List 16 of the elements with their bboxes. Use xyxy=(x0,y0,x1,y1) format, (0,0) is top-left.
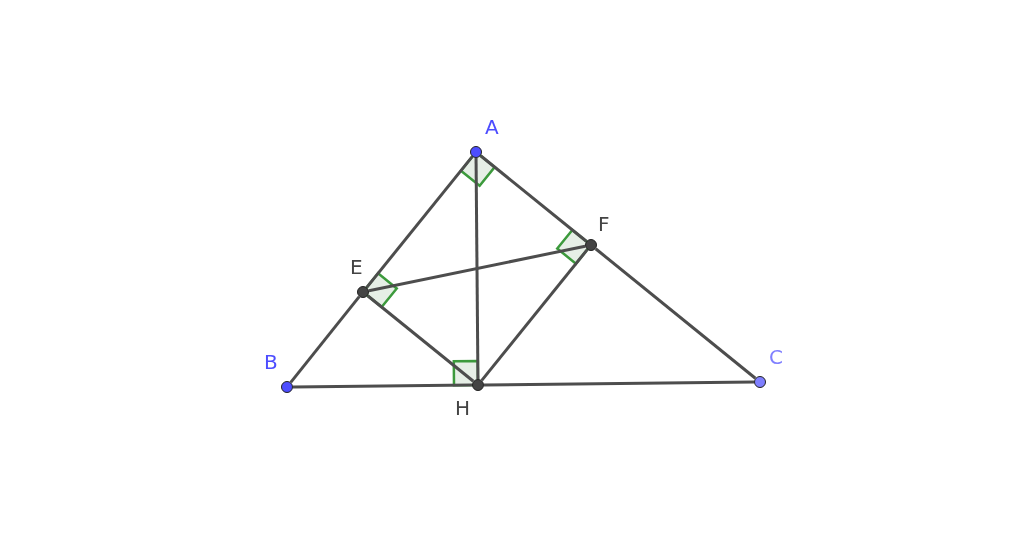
point-label: H xyxy=(455,398,471,418)
line-segment xyxy=(483,380,755,387)
line-segment xyxy=(594,247,757,380)
line-segment xyxy=(293,383,472,389)
point-label: F xyxy=(598,214,610,234)
line-segment xyxy=(479,154,588,243)
point-label: E xyxy=(350,257,363,277)
line-segment xyxy=(365,155,474,289)
point-label: C xyxy=(769,347,783,367)
line-segment xyxy=(474,158,480,379)
line-segment xyxy=(480,248,589,382)
point-label: B xyxy=(264,352,278,372)
line-segment xyxy=(366,294,475,383)
line-segment xyxy=(289,295,361,384)
line-segment xyxy=(368,244,586,293)
point-label: A xyxy=(485,117,499,137)
